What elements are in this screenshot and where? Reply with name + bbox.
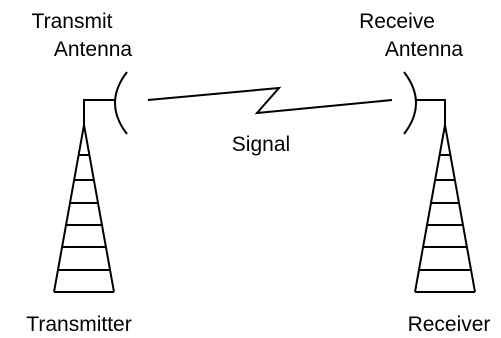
receive-antenna-dish: [403, 71, 417, 135]
receiver-tower-frame: [414, 124, 476, 293]
signal-label: Signal: [232, 133, 290, 156]
transmitter-tower-frame: [53, 124, 115, 293]
transmitter-tower: [53, 124, 115, 293]
receive-antenna-feed: [416, 99, 446, 125]
transmit-antenna-label-line1: Transmit: [32, 10, 113, 33]
receive-antenna-label-line1: Receive: [359, 10, 435, 33]
signal-path: [147, 86, 393, 115]
transmitter-label: Transmitter: [26, 313, 131, 336]
receiver-tower: [414, 124, 476, 293]
transmit-antenna-dish: [114, 71, 128, 135]
transmit-antenna-label-line2: Antenna: [54, 38, 133, 61]
receive-antenna-label-line2: Antenna: [385, 38, 464, 61]
receiver-label: Receiver: [408, 313, 491, 336]
transmit-antenna-feed: [83, 99, 115, 125]
